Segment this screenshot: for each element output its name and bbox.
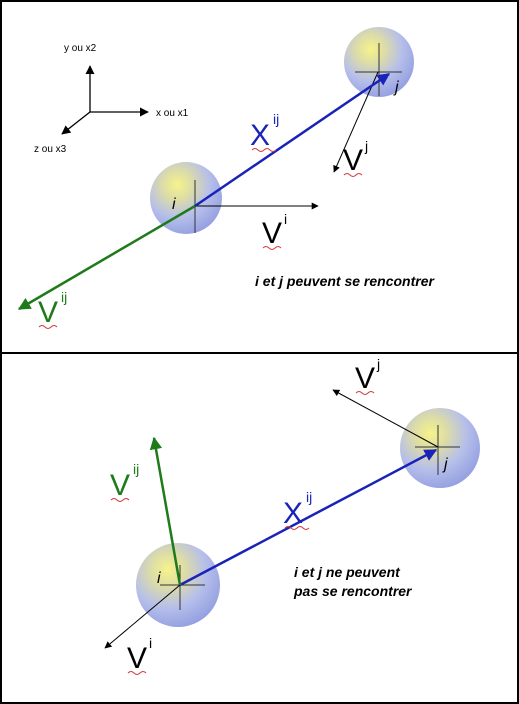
v-j-label-bottom: V j — [355, 356, 380, 395]
axis-triad: y ou x2 x ou x1 z ou x3 — [34, 43, 189, 155]
spellcheck-underline — [127, 671, 147, 675]
x-ij-vector-top — [194, 72, 391, 208]
svg-text:j: j — [364, 138, 368, 154]
v-i-label-top: V i — [262, 211, 287, 250]
spellcheck-underline — [251, 148, 277, 152]
svg-text:V: V — [38, 296, 58, 329]
svg-text:V: V — [127, 642, 147, 675]
v-i-arrow-bottom — [104, 584, 181, 649]
x-axis-label: x ou x1 — [156, 108, 189, 119]
y-axis-label: y ou x2 — [64, 43, 97, 54]
caption-bottom-line2: pas se rencontrer — [293, 583, 413, 599]
caption-bottom-line1: i et j ne peuvent — [294, 564, 401, 580]
panel-top: y ou x2 x ou x1 z ou x3 j i X ij V j — [17, 27, 435, 329]
spellcheck-underline — [355, 391, 375, 395]
svg-text:i: i — [149, 635, 152, 651]
svg-text:V: V — [110, 469, 130, 502]
v-j-arrow-bottom — [332, 389, 439, 448]
v-i-label-bottom: V i — [127, 635, 152, 675]
svg-text:V: V — [262, 217, 282, 250]
caption-top: i et j peuvent se rencontrer — [255, 273, 435, 289]
svg-text:X: X — [283, 497, 303, 530]
particle-j-bottom — [400, 408, 480, 488]
svg-text:i: i — [284, 211, 287, 227]
svg-text:ij: ij — [306, 489, 312, 505]
particle-i-top — [150, 162, 222, 234]
particle-j-label-bottom: j — [442, 456, 448, 473]
particle-j-label-top: j — [393, 79, 399, 96]
svg-text:j: j — [376, 356, 380, 372]
spellcheck-underline — [284, 526, 310, 530]
spellcheck-underline — [262, 246, 282, 250]
z-axis-label: z ou x3 — [34, 144, 67, 155]
svg-text:V: V — [343, 144, 363, 177]
svg-text:ij: ij — [61, 289, 67, 305]
x-ij-label-top: X ij — [250, 111, 279, 152]
v-ij-label-top: V ij — [38, 289, 67, 329]
svg-text:V: V — [355, 362, 375, 395]
v-j-label-top: V j — [343, 138, 368, 177]
spellcheck-underline — [38, 325, 58, 329]
v-ij-vector-bottom — [149, 436, 182, 586]
x-ij-vector-bottom — [179, 448, 438, 587]
panel-bottom: j i V j V ij X ij V i — [104, 356, 480, 675]
svg-text:X: X — [250, 119, 270, 152]
v-ij-vector-top — [17, 204, 196, 311]
v-j-arrow-top — [333, 71, 379, 173]
spellcheck-underline — [110, 498, 130, 502]
x-ij-label-bottom: X ij — [283, 489, 312, 530]
z-axis-arrow — [61, 111, 91, 135]
v-ij-label-bottom: V ij — [110, 461, 139, 502]
particle-i-label-bottom: i — [157, 570, 161, 587]
particle-i-label-top: i — [172, 196, 176, 213]
spellcheck-underline — [343, 173, 363, 177]
svg-text:ij: ij — [133, 461, 139, 477]
svg-text:ij: ij — [273, 111, 279, 127]
